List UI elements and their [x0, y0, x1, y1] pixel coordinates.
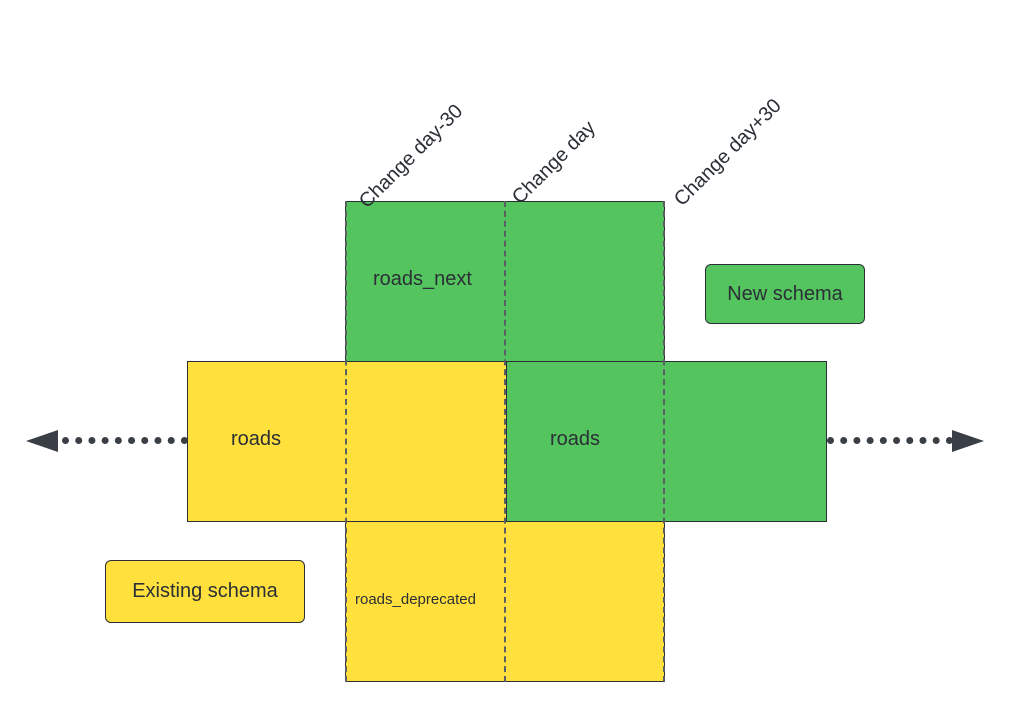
change-day-line — [504, 201, 506, 682]
roads-existing-label: roads — [231, 428, 282, 450]
column-header-change-day-plus-30: Change day+30 — [670, 94, 786, 211]
roads-new-box — [506, 361, 827, 522]
column-header-change-day: Change day — [508, 116, 600, 209]
roads-existing-box — [187, 361, 507, 522]
legend-new-schema: New schema — [705, 264, 865, 324]
roads-deprecated-label: roads_deprecated — [355, 591, 476, 608]
column-header-change-day-minus-30: Change day-30 — [355, 100, 468, 213]
change-day-plus-30-line — [663, 201, 665, 682]
change-day-minus-30-line — [345, 201, 347, 682]
timeline-left-arrow-icon — [26, 430, 58, 452]
timeline-left-dots — [62, 437, 188, 444]
roads-new-label: roads — [550, 428, 601, 450]
timeline-right-dots — [827, 437, 953, 444]
timeline-right-arrow-icon — [952, 430, 984, 452]
legend-existing-schema: Existing schema — [105, 560, 305, 623]
roads-next-label: roads_next — [373, 268, 472, 290]
